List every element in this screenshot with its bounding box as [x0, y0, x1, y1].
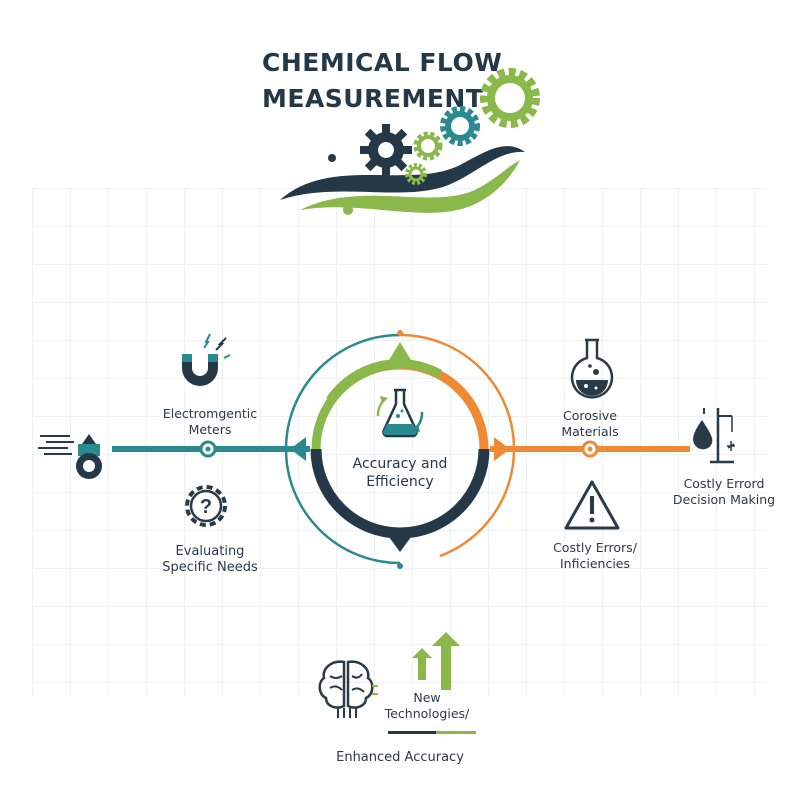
label-costly-errors: Costly Errors/ Inficiencies — [553, 540, 637, 571]
brain-icon — [318, 660, 378, 718]
valve-icon — [38, 434, 102, 479]
round-flask-icon — [570, 338, 614, 399]
title-line-2: MEASUREMENT — [262, 84, 484, 113]
question-gear-icon: ? — [185, 485, 227, 527]
background-grid — [32, 188, 768, 696]
label-evaluating: Evaluating Specific Needs — [162, 544, 258, 575]
svg-text:?: ? — [200, 496, 212, 518]
label-corrosive: Corosive Materials — [561, 408, 619, 439]
underline-bar — [388, 731, 476, 734]
magnet-icon — [182, 333, 231, 386]
center-label: Accuracy and Efficiency — [352, 456, 448, 490]
label-new-technologies: New Technologies/ — [384, 690, 470, 721]
title-line-1: CHEMICAL FLOW — [262, 48, 503, 77]
center-ring — [284, 330, 516, 569]
flask-icon — [376, 388, 424, 438]
drop-icon — [693, 408, 735, 464]
gears-icon — [280, 68, 540, 215]
label-costly-decision: Costly Errord Decision Making — [672, 476, 776, 507]
arrows-up-icon — [412, 632, 460, 690]
label-enhanced-accuracy: Enhanced Accuracy — [336, 750, 464, 765]
label-electromagnetic: Electromgentic Meters — [162, 406, 258, 437]
warning-icon — [564, 480, 620, 530]
